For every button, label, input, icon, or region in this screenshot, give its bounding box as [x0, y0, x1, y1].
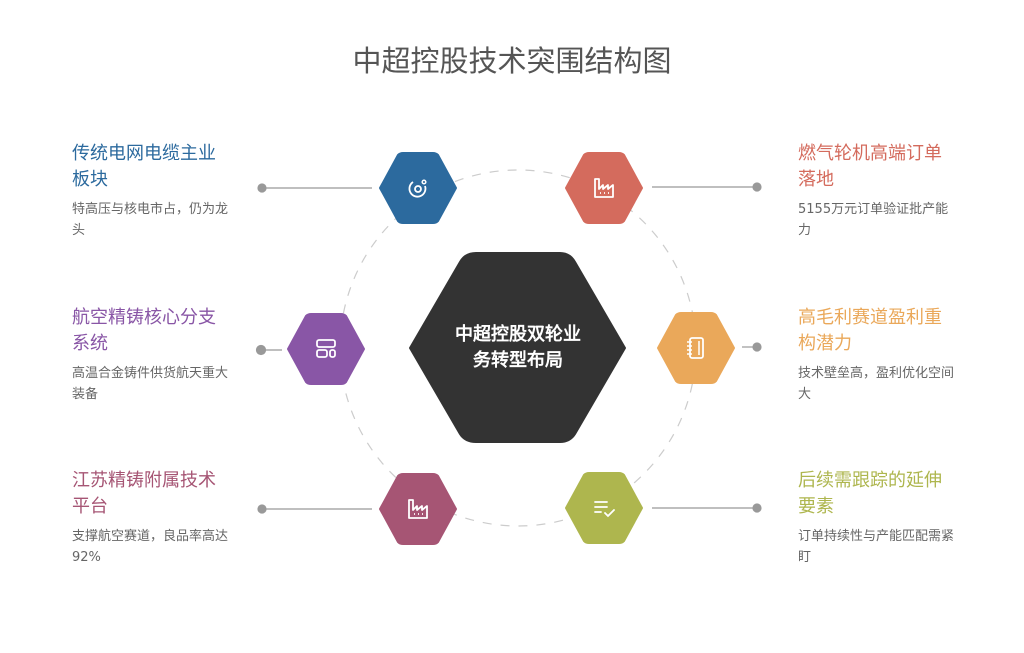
factory-icon: [408, 499, 428, 519]
connector-dot: [255, 344, 267, 356]
hexagon-node-jiangsu: [379, 473, 457, 545]
hexagon-shape: [565, 472, 643, 544]
node-text-grid: 传统电网电缆主业板块 特高压与核电市占，仍为龙头: [72, 141, 232, 241]
node-description: 支撑航空赛道，良品率高达92%: [72, 529, 229, 565]
layout-icon: [316, 339, 336, 358]
node-description: 特高压与核电市占，仍为龙头: [72, 202, 229, 238]
node-heading: 高毛利赛道盈利重构潜力: [798, 307, 942, 354]
connector-dot: [752, 342, 762, 352]
hexagon-shape: [287, 313, 365, 385]
orbit-icon: [408, 179, 427, 198]
factory-icon: [594, 178, 614, 198]
node-heading: 江苏精铸附属技术平台: [72, 470, 216, 517]
connector-dot: [257, 183, 267, 193]
node-description: 技术壁垒高，盈利优化空间大: [798, 366, 955, 402]
node-description: 订单持续性与产能匹配需紧盯: [798, 529, 955, 565]
hexagon-node-followup: [565, 472, 643, 544]
node-text-aviation: 航空精铸核心分支系统 高温合金铸件供货航天重大装备: [72, 305, 232, 405]
center-label-line1: 中超控股双轮业: [455, 324, 581, 345]
node-text-turbine: 燃气轮机高端订单落地 5155万元订单验证批产能力: [798, 141, 958, 241]
center-label-line2: 务转型布局: [473, 350, 563, 371]
node-heading: 航空精铸核心分支系统: [72, 307, 216, 354]
connector-dot: [752, 503, 762, 513]
hexagon-node-turbine: [565, 152, 643, 224]
node-description: 5155万元订单验证批产能力: [798, 202, 949, 238]
node-text-margin: 高毛利赛道盈利重构潜力 技术壁垒高，盈利优化空间大: [798, 305, 958, 405]
node-description: 高温合金铸件供货航天重大装备: [72, 366, 229, 402]
notebook-icon: [687, 337, 704, 359]
center-label: 中超控股双轮业 务转型布局: [418, 322, 618, 374]
node-text-jiangsu: 江苏精铸附属技术平台 支撑航空赛道，良品率高达92%: [72, 468, 232, 568]
checklist-icon: [594, 501, 615, 518]
hexagon-node-grid: [379, 152, 457, 224]
node-heading: 后续需跟踪的延伸要素: [798, 470, 942, 517]
hexagon-node-margin: [657, 312, 735, 384]
connector-dot: [257, 504, 267, 514]
page-title: 中超控股技术突围结构图: [352, 44, 672, 78]
node-heading: 传统电网电缆主业板块: [72, 143, 216, 190]
hexagon-shape: [379, 152, 457, 224]
center-hexagon: [409, 252, 626, 443]
hexagon-shape: [657, 312, 735, 384]
hexagon-node-aviation: [287, 313, 365, 385]
connector-dot: [752, 182, 762, 192]
node-text-followup: 后续需跟踪的延伸要素 订单持续性与产能匹配需紧盯: [798, 468, 958, 568]
node-heading: 燃气轮机高端订单落地: [798, 143, 942, 190]
